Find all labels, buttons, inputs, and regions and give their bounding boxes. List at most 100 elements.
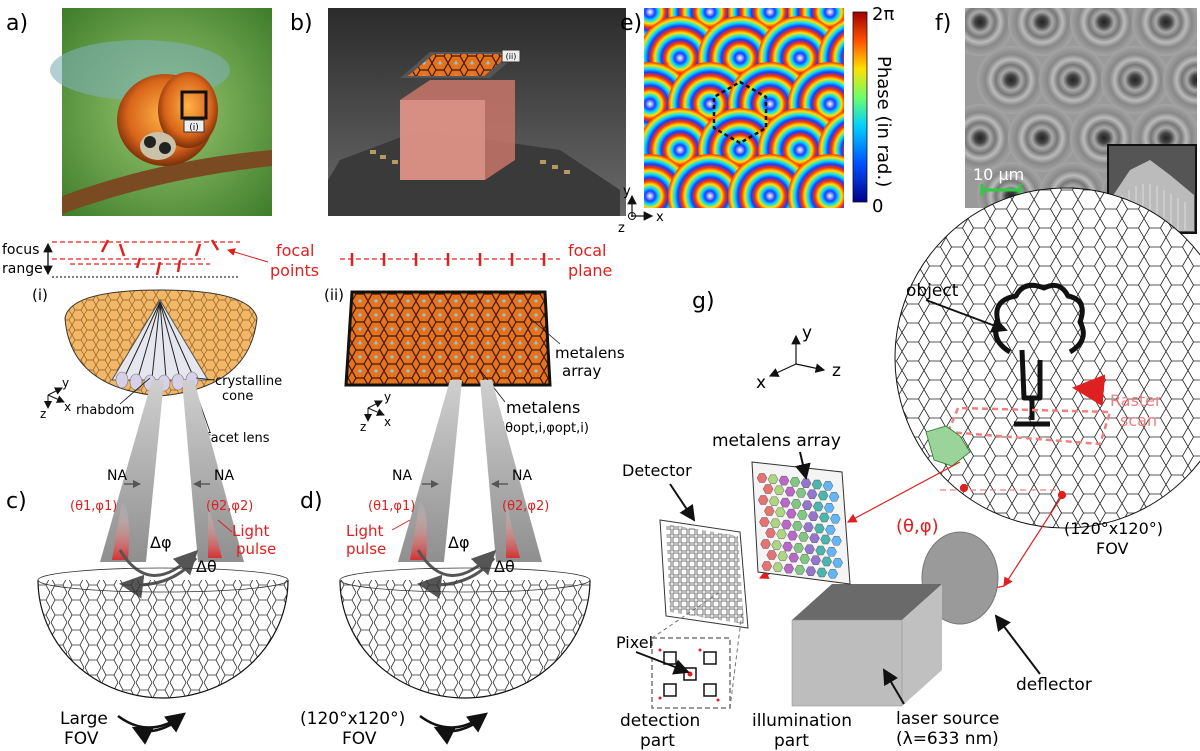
cone-label: cone (222, 389, 253, 404)
phase-axis-x: x (656, 210, 664, 225)
metalens-hex (786, 508, 797, 519)
sem-ring (1163, 46, 1197, 114)
metalens-hex (757, 495, 769, 505)
laser-source-block (791, 584, 942, 707)
metalens-label: metalens (506, 398, 580, 417)
metalens-hex (766, 550, 777, 560)
pulse-label-d: pulse (346, 540, 386, 558)
metalens-hex (767, 474, 779, 484)
metalens-hex (809, 533, 820, 543)
metalens-array-label-1: metalens (555, 344, 625, 362)
fov-label-g: FOV (1096, 539, 1129, 558)
metalens-angles-label: (θopt,i,φopt,i) (500, 421, 589, 436)
laser-label: laser source (896, 709, 999, 729)
cones-right (398, 380, 542, 599)
raster-scan-box (925, 374, 1112, 467)
theta1-label-c: (θ1,φ1) (70, 499, 117, 514)
light-label-d: Light (346, 522, 384, 540)
na-label-c2: NA (214, 468, 234, 484)
panel-label-c: c) (6, 489, 27, 514)
range-label: range (2, 261, 43, 277)
eye-axes (44, 387, 65, 409)
detection-part-label: part (640, 731, 675, 751)
fov-120-label-g: (120°x120°) (1064, 519, 1163, 538)
pixel-label: Pixel (616, 633, 653, 652)
focal-lines (52, 239, 560, 278)
fov-sphere (894, 187, 1200, 529)
light-pulse-pointer-c (217, 519, 233, 533)
metalens-hex (831, 536, 842, 546)
sem-ring (1039, 46, 1107, 114)
system-axis-z: z (832, 361, 841, 381)
inset-label-i-photo: (i) (189, 123, 199, 133)
metalens-hex (815, 545, 826, 556)
metalens-hex (812, 501, 824, 512)
metalens-array-pointer (529, 317, 561, 345)
detector-plate (659, 519, 749, 629)
fov-label-c: FOV (64, 729, 99, 749)
metalens-hex (790, 499, 802, 509)
phase-axis-y: y (623, 184, 631, 199)
deflector-label: deflector (1016, 675, 1092, 695)
metalens-hex (795, 488, 807, 498)
rhabdom-pointer (119, 377, 151, 405)
hemisphere-left (37, 567, 289, 699)
dtheta-label-c: Δθ (196, 557, 217, 576)
phase-map (644, 8, 844, 208)
theta-phi-label: (θ,φ) (896, 516, 939, 537)
large-label: Large (60, 709, 108, 729)
metalens-hex (781, 519, 792, 530)
metalens-axis-x: x (384, 415, 391, 429)
metalens-hex (784, 486, 796, 497)
pixel-inset (651, 591, 743, 709)
pulse-label-c: pulse (236, 540, 276, 558)
metalens-hex (830, 514, 841, 524)
inset-label-i: (i) (32, 286, 48, 304)
metalens-hex (801, 500, 813, 510)
theta2-label-c: (θ2,φ2) (206, 499, 253, 514)
metalens-hex (823, 503, 835, 513)
focal-points-label-1: focal (276, 241, 314, 260)
illumination-label: illumination (752, 711, 852, 731)
sem-ring (1101, 46, 1169, 114)
fov-120-label-d: (120°x120°) (300, 709, 405, 729)
fov-label-d: FOV (342, 729, 377, 749)
metalens-hex (821, 556, 832, 567)
compound-eye (64, 289, 258, 397)
metalens-hex (799, 554, 810, 564)
na-label-d2: NA (512, 468, 532, 484)
light-beams (758, 461, 1067, 599)
sem-ring (1008, 104, 1076, 172)
metalens-hex (776, 529, 787, 539)
metalens-hex (826, 547, 837, 557)
pixel-pointer (635, 651, 690, 675)
metalens-hex (793, 543, 804, 553)
metalens-hex (771, 540, 782, 550)
insect-photo (50, 8, 272, 216)
metalens-hex (822, 481, 834, 491)
metalens-array-plate (751, 461, 851, 585)
metalens-axes (364, 400, 385, 422)
metalens-hex (811, 479, 823, 490)
sem-ring (965, 8, 1014, 56)
metalens-hex (803, 522, 814, 532)
eye-axis-z: z (40, 407, 46, 421)
metalens-hex (759, 517, 770, 527)
sem-ring (1070, 8, 1138, 56)
metalens-hex (819, 512, 830, 523)
metalens-hex (814, 523, 825, 534)
system-axes (768, 334, 826, 377)
eye-axis-y: y (62, 376, 69, 390)
focal-points-pointer (227, 248, 269, 263)
metalens-hex (778, 475, 790, 486)
scale-bar-label: 10 μm (973, 165, 1024, 184)
inset-label-ii-render: (ii) (506, 52, 517, 61)
panel-label-g: g) (692, 289, 715, 314)
metalens-array-pointer-g (795, 451, 811, 480)
metalens-hex (760, 539, 771, 549)
metalens-hex (820, 534, 831, 545)
raster-label: Raster (1110, 391, 1162, 410)
na-label-c1: NA (107, 468, 127, 484)
facet-lens-label: facet lens (206, 431, 270, 446)
